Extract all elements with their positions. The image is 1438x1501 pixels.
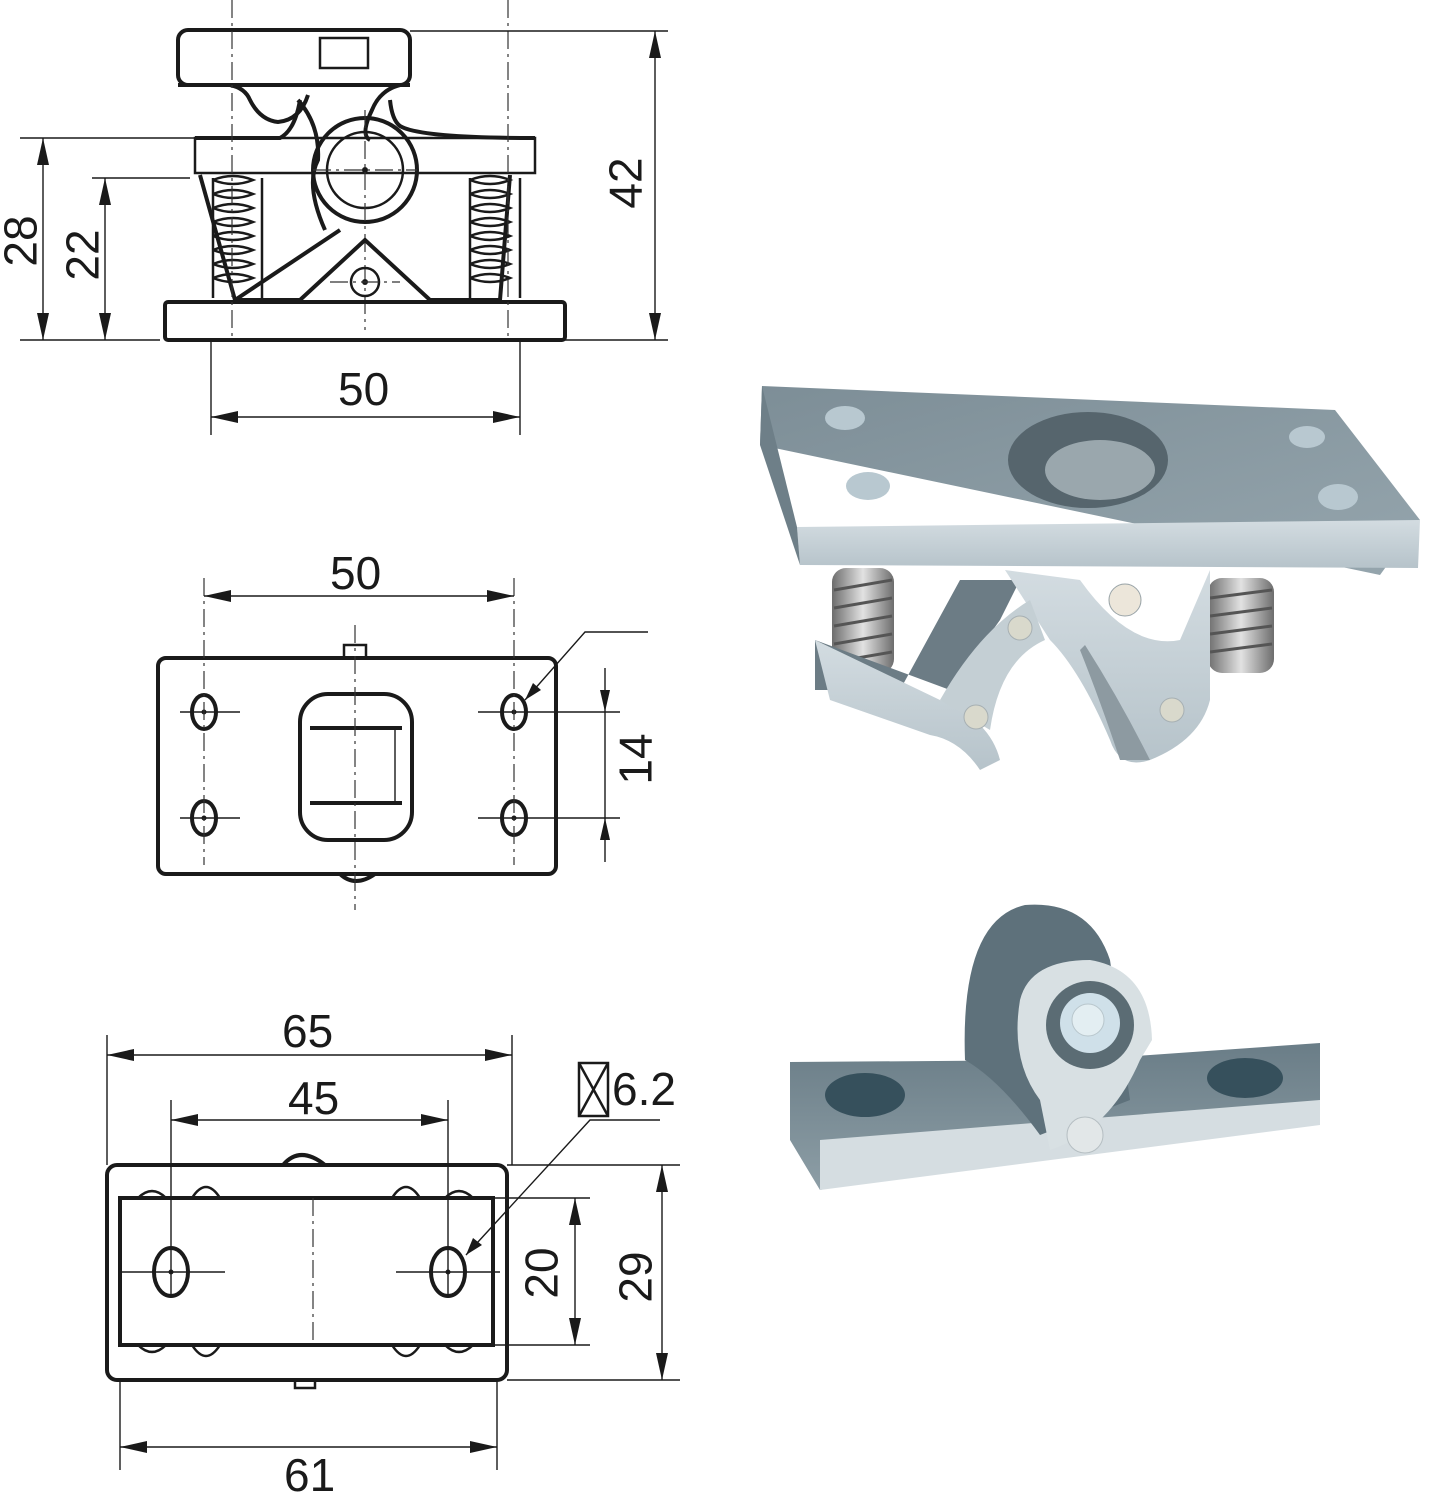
dim-28-text: 28	[0, 215, 47, 267]
dim-20-text: 20	[515, 1247, 568, 1299]
spring-right	[468, 174, 522, 298]
latch-photo	[760, 386, 1420, 770]
dim-base-length: 61	[284, 1449, 336, 1501]
striker-photo	[790, 904, 1320, 1190]
dim-base-hole-callout: 6.2	[612, 1063, 676, 1115]
dim-base-overall-length: 65	[282, 1005, 334, 1057]
dim-base-overall-width: 29	[609, 1251, 662, 1303]
dim-42-text: 42	[599, 157, 652, 209]
dim-side-width: 50	[338, 363, 390, 415]
side-view	[20, 0, 668, 435]
dim-top-hole-spacing-x: 50	[330, 547, 382, 599]
dim-spring-height: 22	[56, 229, 109, 281]
dim-base-inner-width: 20	[515, 1247, 568, 1299]
spring-left	[211, 174, 264, 298]
rivet-bumps	[137, 1185, 474, 1358]
square-cross-symbol	[577, 1061, 610, 1118]
dim-base-hole-spacing: 45	[288, 1072, 340, 1124]
dim-overall-height: 42	[599, 157, 652, 209]
dim-22-text: 22	[56, 229, 109, 281]
dim-top-hole-spacing-y: 14	[609, 733, 662, 785]
dim-29-text: 29	[609, 1251, 662, 1303]
dim-latch-height: 28	[0, 215, 47, 267]
dim-14-text: 14	[609, 733, 662, 785]
top-view	[156, 578, 648, 910]
base-view	[105, 1035, 680, 1470]
